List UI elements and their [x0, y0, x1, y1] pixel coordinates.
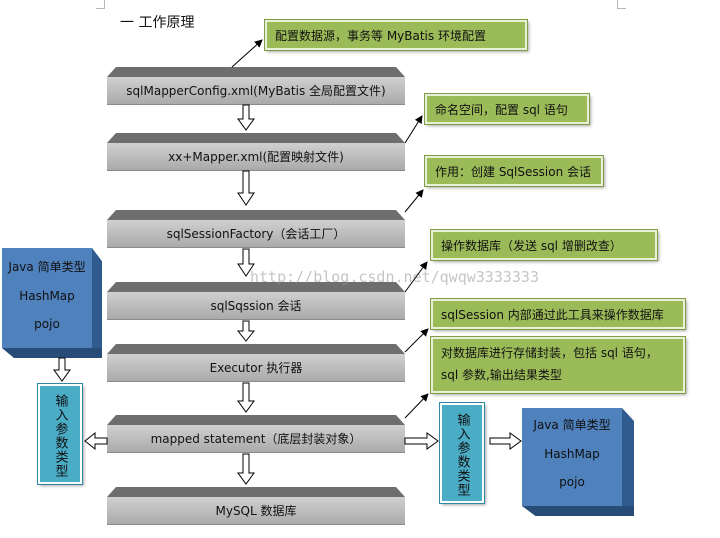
stage-factory-label: sqlSessionFactory（会话工厂） [107, 220, 405, 248]
stage-mysql: MySQL 数据库 [107, 487, 405, 525]
pointer-factory [404, 189, 424, 213]
stage-executor: Executor 执行器 [107, 344, 405, 382]
input-types-line-1: Java 简单类型 [8, 260, 86, 274]
stage-session: sqlSqssion 会话 [107, 282, 405, 320]
output-param-box: 输入参数类型 [439, 402, 485, 504]
pointer-mapper [404, 115, 423, 144]
pointer-config [231, 39, 263, 68]
watermark: http://blog.csdn.net/qwqw3333333 [250, 268, 539, 286]
stage-mysql-label: MySQL 数据库 [107, 497, 405, 525]
input-types-line-3: pojo [34, 317, 60, 331]
input-param-label: 输入参数类型 [52, 394, 68, 478]
stage-mapper-label: xx+Mapper.xml(配置映射文件) [107, 143, 405, 171]
down-arrow-6 [237, 453, 255, 485]
pointer-executor [404, 328, 429, 353]
page-corner-mark-right [617, 0, 626, 9]
output-types-line-3: pojo [559, 475, 585, 489]
input-types-cube: Java 简单类型 HashMap pojo [2, 248, 102, 358]
stage-config: sqlMapperConfig.xml(MyBatis 全局配置文件) [107, 67, 405, 105]
down-arrow-5 [237, 382, 255, 413]
stage-executor-label: Executor 执行器 [107, 354, 405, 382]
left-arrow-to-input [84, 431, 108, 451]
page-title: 一 工作原理 [120, 15, 195, 31]
output-types-cube: Java 简单类型 HashMap pojo [522, 408, 634, 516]
note-mapper-text: 命名空间，配置 sql 语句 [435, 102, 568, 117]
input-param-box: 输入参数类型 [37, 383, 83, 485]
output-types-line-1: Java 简单类型 [533, 418, 611, 432]
right-arrow-to-output-box [404, 432, 439, 450]
note-session: 操作数据库（发送 sql 增删改查） [430, 229, 658, 261]
stage-mapped-statement-label: mapped statement（底层封装对象） [107, 425, 405, 453]
stage-mapped-statement: mapped statement（底层封装对象） [107, 415, 405, 453]
stage-factory: sqlSessionFactory（会话工厂） [107, 210, 405, 248]
output-types-line-2: HashMap [544, 447, 600, 461]
down-arrow-4 [236, 320, 256, 342]
pointer-session [404, 261, 428, 293]
note-executor: sqlSession 内部通过此工具来操作数据库 [430, 298, 686, 330]
down-arrow-input-cube [53, 357, 71, 382]
note-executor-text: sqlSession 内部通过此工具来操作数据库 [441, 307, 664, 322]
pointer-mapped-statement [404, 393, 429, 419]
note-session-text: 操作数据库（发送 sql 增删改查） [441, 238, 622, 253]
input-types-line-2: HashMap [19, 289, 75, 303]
stage-mapper: xx+Mapper.xml(配置映射文件) [107, 133, 405, 171]
note-mapper: 命名空间，配置 sql 语句 [424, 93, 590, 125]
output-param-label: 输入参数类型 [454, 413, 470, 497]
right-arrow-to-output-cube [489, 432, 522, 450]
note-config-text: 配置数据源，事务等 MyBatis 环境配置 [275, 28, 486, 43]
stage-session-label: sqlSqssion 会话 [107, 292, 405, 320]
down-arrow-3 [237, 248, 255, 277]
down-arrow-2 [237, 170, 255, 206]
note-mapped-statement-text: 对数据库进行存储封装，包括 sql 语句，sql 参数,输出结果类型 [441, 346, 658, 382]
note-factory-text: 作用：创建 SqlSession 会话 [435, 164, 591, 179]
stage-config-label: sqlMapperConfig.xml(MyBatis 全局配置文件) [107, 77, 405, 105]
note-factory: 作用：创建 SqlSession 会话 [424, 155, 604, 187]
page-corner-mark-left [96, 0, 105, 9]
note-config: 配置数据源，事务等 MyBatis 环境配置 [264, 19, 528, 51]
down-arrow-1 [237, 104, 255, 131]
note-mapped-statement: 对数据库进行存储封装，包括 sql 语句，sql 参数,输出结果类型 [430, 336, 686, 394]
